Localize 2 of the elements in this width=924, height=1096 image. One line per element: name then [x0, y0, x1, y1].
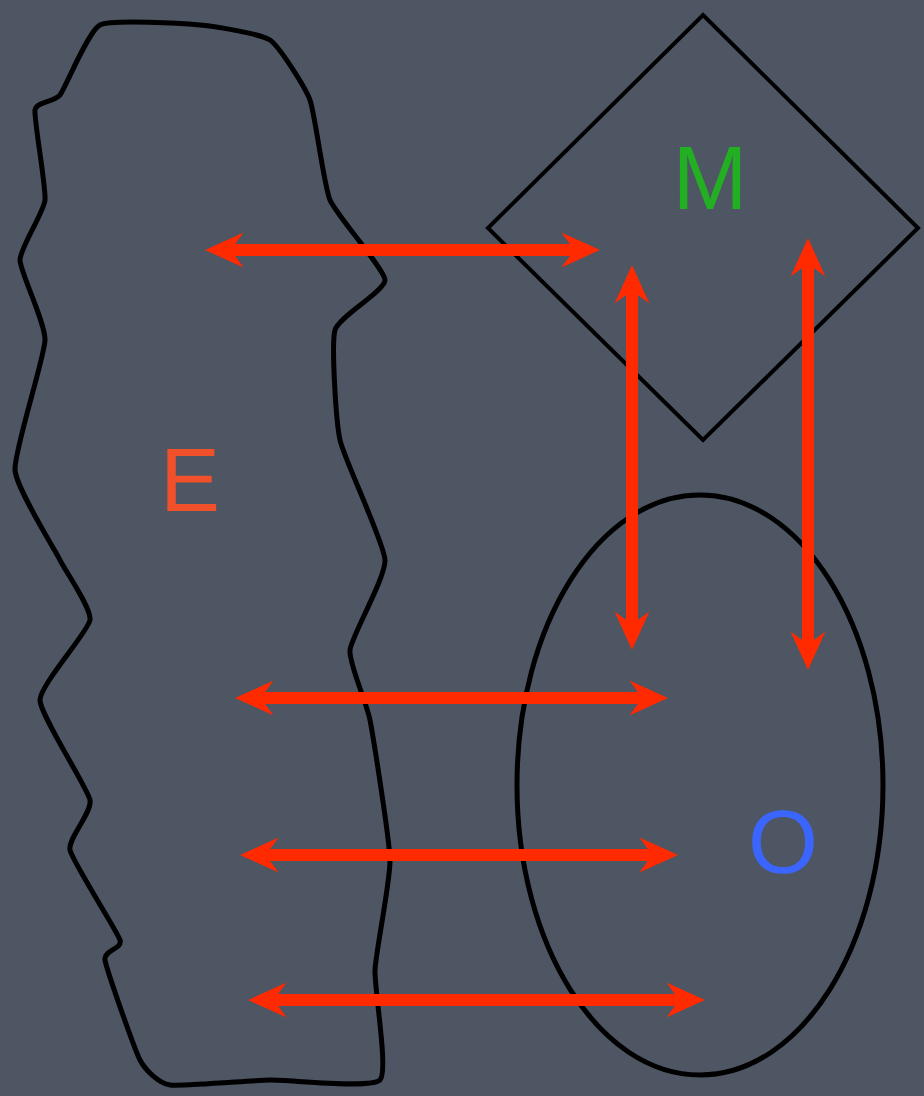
blob-region: E: [12, 19, 393, 1088]
ellipse-region: O: [514, 492, 886, 1078]
